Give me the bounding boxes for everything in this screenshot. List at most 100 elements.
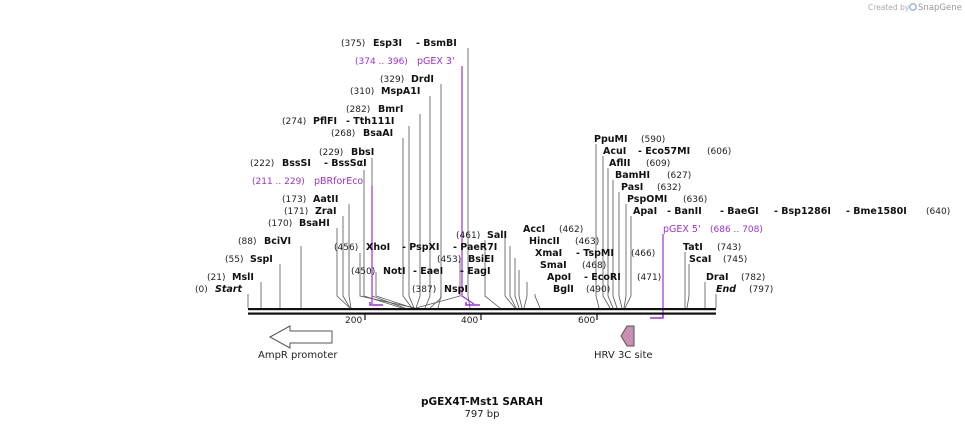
site-zrai[interactable]: (171) ZraI [284,206,337,217]
site-bmri[interactable]: (282) BmrI [346,104,403,115]
site-bsahi[interactable]: (170) BsaHI [268,218,330,229]
site-msli[interactable]: (21) MslI [207,272,254,283]
leader-lines [247,48,717,309]
site-sspi[interactable]: (55) SspI [225,254,273,265]
site-bsiei[interactable]: (453) BsiEI [437,254,494,265]
enzyme-name: - Tth111I [346,116,394,127]
site-aflii[interactable]: AflII (609) [609,158,670,169]
feature-arrow-left-icon [620,325,635,347]
enzyme-name: XhoI [366,242,390,253]
primer-range: (211 .. 229) [252,177,305,187]
site-acci[interactable]: AccI (462) [523,224,583,235]
enzyme-name: XmaI [535,248,562,259]
feature-label: HRV 3C site [594,350,653,361]
enzyme-name: AflII [609,158,630,169]
site-scai[interactable]: ScaI (745) [689,254,747,265]
enzyme-name: AcuI [603,146,626,157]
site-end[interactable]: End (797) [716,284,773,295]
feature-hrv-3c-site[interactable]: HRV 3C site [594,325,653,361]
feature-arrow-left-icon [268,325,333,349]
enzyme-name: SalI [487,230,507,241]
site-xhoi[interactable]: (456) XhoI - PspXI - PaeR7I [334,242,497,253]
site-position: (55) [225,255,243,265]
site-aatii[interactable]: (173) AatII [282,194,338,205]
site-bcivi[interactable]: (88) BciVI [238,236,291,247]
enzyme-name: AatII [313,194,338,205]
site-position: (466) [631,249,655,259]
site-xmai[interactable]: XmaI - TspMI (466) [535,248,655,259]
site-position: (229) [319,148,343,158]
site-ppumi[interactable]: PpuMI (590) [594,134,665,145]
enzyme-name: - PaeR7I [453,242,497,253]
primer-leaders [371,66,664,316]
primer-marks [369,302,664,319]
site-position: (632) [657,183,681,193]
site-bgli[interactable]: BglI (490) [553,284,610,295]
primer-name: pGEX 3' [417,56,455,67]
site-bamhi[interactable]: BamHI (627) [615,170,691,181]
site-apoi[interactable]: ApoI - EcoRI (471) [547,272,661,283]
site-apai[interactable]: ApaI - BanII - BaeGI - Bsp1286I - Bme158… [633,206,950,217]
enzyme-name: ZraI [315,206,337,217]
site-noti[interactable]: (450) NotI - EaeI - EagI [351,266,491,277]
sequence-backbone [248,308,716,315]
enzyme-name: - TspMI [576,248,614,259]
enzyme-name: BmrI [378,104,403,115]
enzyme-name: Esp3I [373,38,402,49]
site-position: (590) [641,135,665,145]
site-bbsi[interactable]: (229) BbsI [319,147,374,158]
site-pasi[interactable]: PasI (632) [621,182,681,193]
enzyme-name: - BanII [667,206,702,217]
enzyme-name: - Eco57MI [638,146,690,157]
enzyme-name: NspI [444,284,468,295]
enzyme-name: - BsmBI [416,38,457,49]
enzyme-name: SspI [250,254,273,265]
enzyme-name: HincII [529,236,560,247]
site-position: (490) [586,285,610,295]
site-hincii[interactable]: HincII (463) [529,236,599,247]
site-nspi[interactable]: (387) NspI [412,284,468,295]
enzyme-name: BamHI [615,170,650,181]
site-position: (456) [334,243,358,253]
enzyme-name: - EagI [460,266,491,277]
site-tati[interactable]: TatI (743) [683,242,741,253]
enzyme-name: BsaAI [363,128,393,139]
site-esp3i[interactable]: (375) Esp3I - BsmBI [341,38,457,49]
site-acui[interactable]: AcuI - Eco57MI (606) [603,146,731,157]
site-position: (0) [195,285,208,295]
site-drai[interactable]: DraI (782) [706,272,765,283]
primer-pgex-5[interactable]: pGEX 5' (686 .. 708) [663,224,763,235]
site-mspa1i[interactable]: (310) MspA1I [350,86,420,97]
enzyme-name: ScaI [689,254,711,265]
site-bsssi[interactable]: (222) BssSI - BssSαI [250,158,367,169]
enzyme-name: BsiEI [468,254,494,265]
feature-ampr-promoter[interactable]: AmpR promoter [258,325,338,361]
site-position: (462) [559,225,583,235]
site-sali[interactable]: (461) SalI [456,230,507,241]
site-pspomi[interactable]: PspOMI (636) [627,194,707,205]
site-smai[interactable]: SmaI (468) [540,260,606,271]
primer-range: (686 .. 708) [710,225,763,235]
site-position: (640) [926,207,950,217]
tick-label-400: 400 [461,316,478,326]
site-start[interactable]: (0) Start [195,284,242,295]
credit-brand: SnapGene [918,3,962,13]
enzyme-name: - EcoRI [584,272,621,283]
site-position: (268) [331,129,355,139]
enzyme-name: - PspXI [402,242,439,253]
enzyme-name: BbsI [351,147,374,158]
enzyme-name: AccI [523,224,545,235]
snapgene-logo-icon [909,3,917,11]
enzyme-name: BssSI [282,158,311,169]
site-position: (222) [250,159,274,169]
site-drdi[interactable]: (329) DrdI [380,74,434,85]
enzyme-name: Start [215,284,242,295]
primer-range: (374 .. 396) [355,57,408,67]
primer-pgex-3[interactable]: (374 .. 396) pGEX 3' [355,56,455,67]
site-bsaai[interactable]: (268) BsaAI [331,128,393,139]
snapgene-credit[interactable]: Created by SnapGene [868,3,962,13]
enzyme-name: ApoI [547,272,571,283]
site-pflfi[interactable]: (274) PflFI - Tth111I [282,116,394,127]
primer-pbrforeco[interactable]: (211 .. 229) pBRforEco [252,176,363,187]
